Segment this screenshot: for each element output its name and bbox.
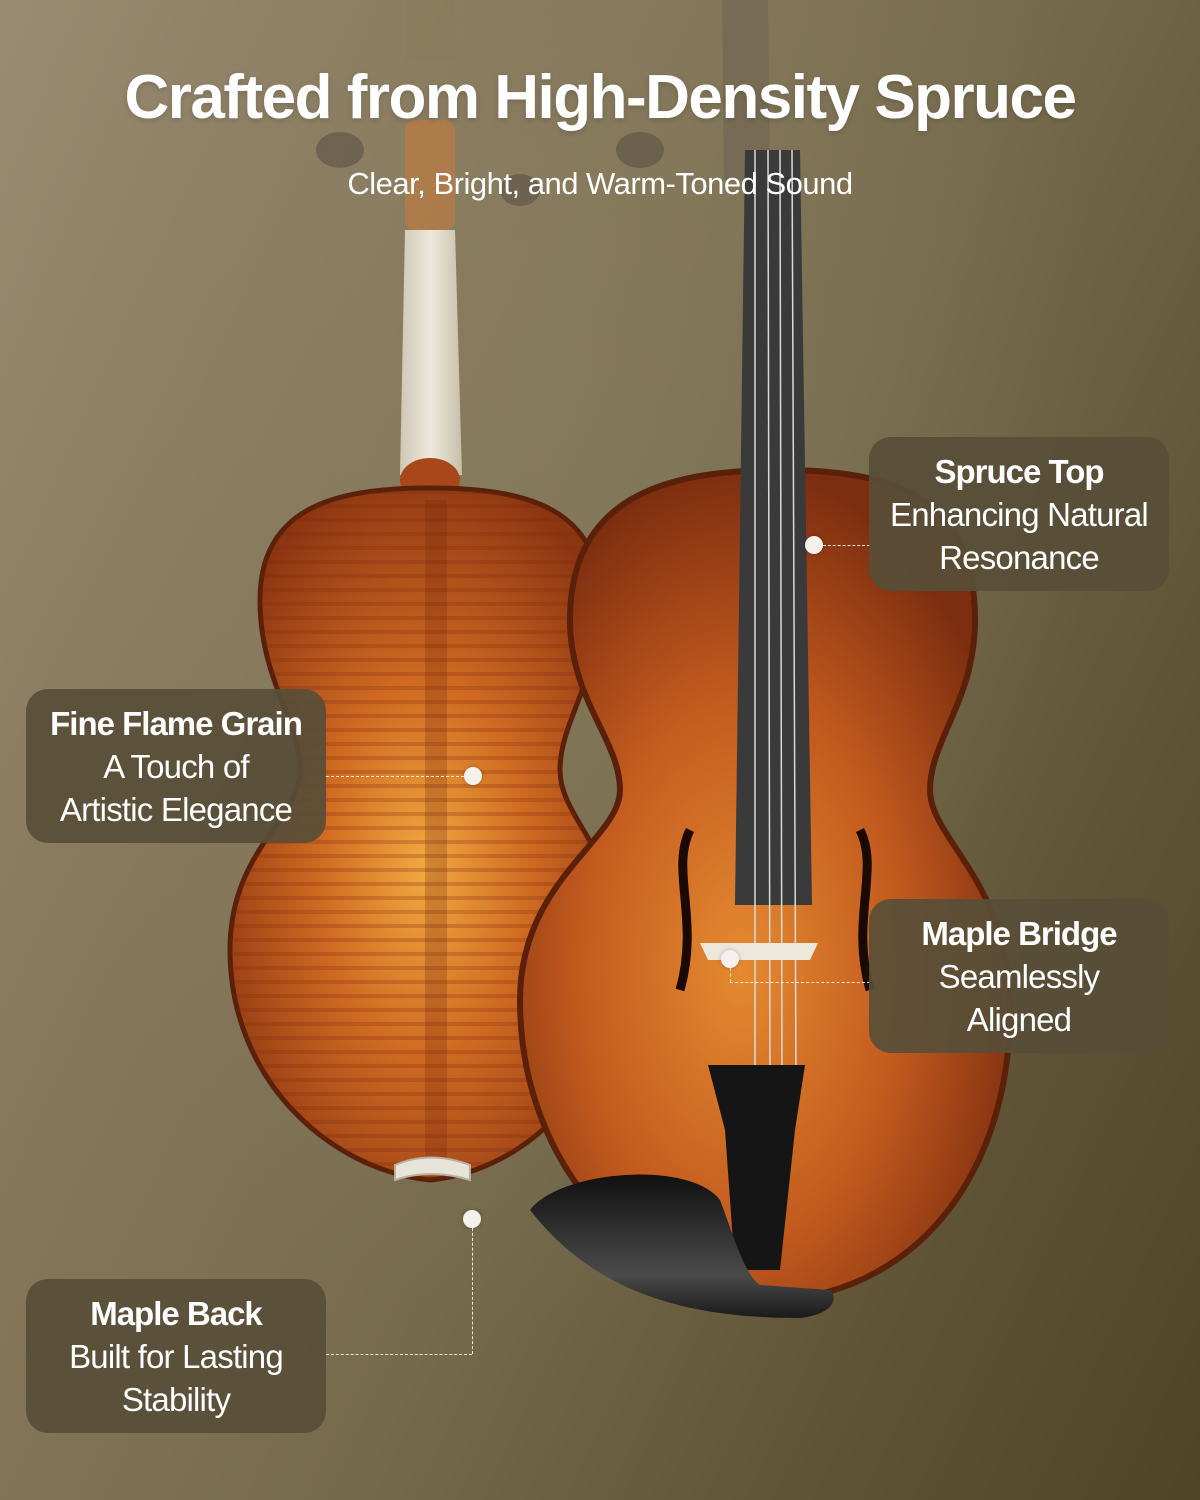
callout-heading: Maple Bridge <box>921 914 1117 952</box>
flame-grain-marker <box>464 767 482 785</box>
callout-text: Stability <box>121 1380 231 1418</box>
maple-bridge-marker <box>721 950 739 968</box>
callout-spruce-top: Spruce Top Enhancing Natural Resonance <box>869 437 1169 591</box>
flame-grain-connector <box>326 776 464 777</box>
callout-text: Aligned <box>966 1000 1072 1038</box>
spruce-top-marker <box>805 536 823 554</box>
callout-text: Artistic Elegance <box>59 790 293 828</box>
front-violin <box>516 0 1014 1318</box>
page-title: Crafted from High-Density Spruce <box>124 63 1077 132</box>
callout-fine-flame-grain: Fine Flame Grain A Touch of Artistic Ele… <box>26 689 326 843</box>
maple-bridge-connector-v <box>730 968 731 982</box>
callout-text: Seamlessly <box>938 957 1101 995</box>
maple-back-connector-v <box>472 1228 473 1354</box>
callout-heading: Spruce Top <box>934 452 1104 490</box>
callout-text: A Touch of <box>103 747 249 785</box>
maple-back-marker <box>463 1210 481 1228</box>
callout-heading: Maple Back <box>90 1294 263 1332</box>
callout-text: Resonance <box>939 538 1100 576</box>
callout-maple-bridge: Maple Bridge Seamlessly Aligned <box>869 899 1169 1053</box>
callout-maple-back: Maple Back Built for Lasting Stability <box>26 1279 326 1433</box>
callout-text: Built for Lasting <box>69 1337 284 1375</box>
maple-bridge-connector-h <box>730 982 870 983</box>
callout-heading: Fine Flame Grain <box>50 704 303 742</box>
maple-back-connector-h <box>326 1354 472 1355</box>
callout-text: Enhancing Natural <box>890 495 1149 533</box>
spruce-top-connector <box>823 545 870 546</box>
page-subtitle: Clear, Bright, and Warm-Toned Sound <box>347 166 853 201</box>
